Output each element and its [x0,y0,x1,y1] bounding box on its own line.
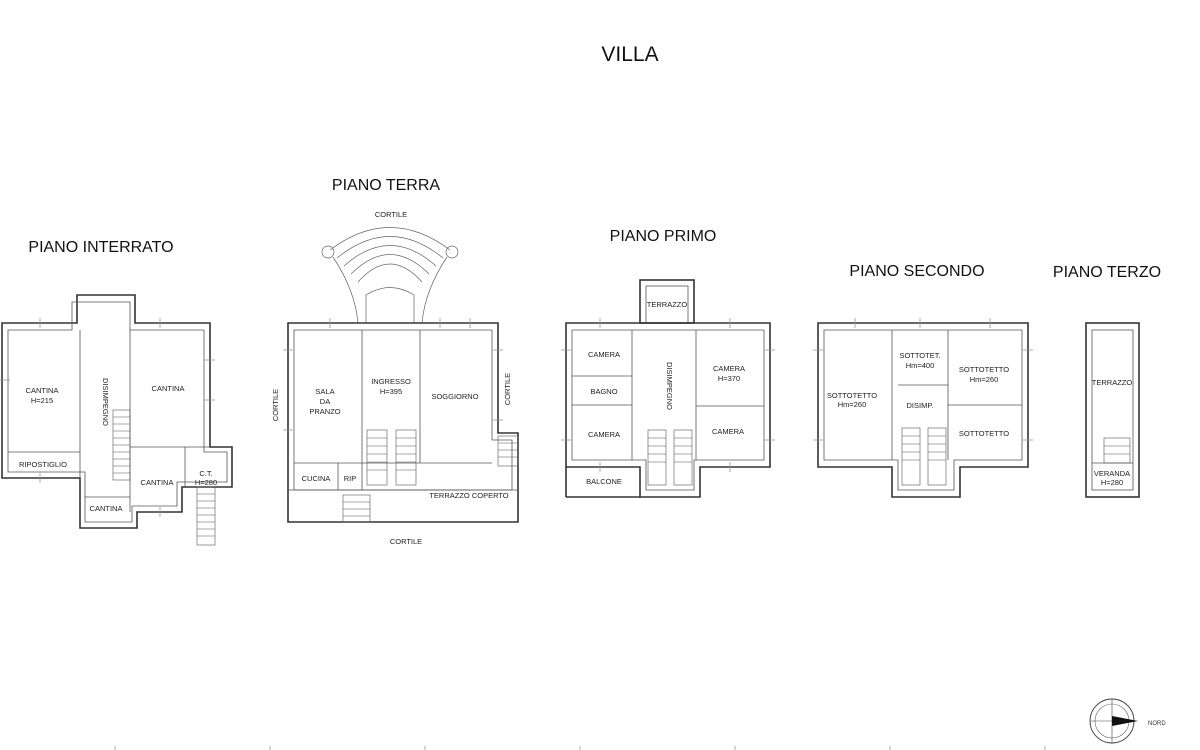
room-label: TERRAZZO COPERTO [429,491,508,500]
room-label: DA [320,397,330,406]
sheet-title: VILLA [601,43,658,66]
room-label: CANTINA [152,384,185,393]
room-label: SOTTOTETTO [959,429,1009,438]
room-label: Hm=260 [970,375,999,384]
room-label: CANTINA [141,478,174,487]
room-label: SOTTOTETTO [827,391,877,400]
piano-terzo: PIANO TERZO TERRAZZO VERANDA H=280 [1053,264,1161,498]
floor-title-primo: PIANO PRIMO [610,228,717,245]
north-arrow-icon [1089,698,1138,744]
room-label: H=370 [718,374,740,383]
room-label: C.T. [199,469,212,478]
room-label: CAMERA [588,430,620,439]
room-label: H=215 [31,396,53,405]
room-label: RIP [344,474,357,483]
room-label: H=280 [195,478,217,487]
room-label: Hm=260 [838,400,867,409]
room-label: VERANDA [1094,469,1130,478]
room-label: TERRAZZO [1092,378,1133,387]
room-label: CAMERA [712,427,744,436]
room-label: CAMERA [588,350,620,359]
room-label: PRANZO [309,407,340,416]
room-label: CANTINA [90,504,123,513]
room-label: BALCONE [586,477,622,486]
room-label: SOGGIORNO [431,392,478,401]
courtyard-label-top: CORTILE [375,210,407,219]
room-label: CAMERA [713,364,745,373]
room-label: SOTTOTET. [899,351,940,360]
north-label: NORD [1148,721,1166,727]
piano-secondo: PIANO SECONDO SOTTOTETTO Hm=260 SOTTOTET… [813,263,1033,498]
room-label: BAGNO [590,387,617,396]
room-label: Hm=400 [906,361,935,370]
room-label: DISIMPEGNO [101,378,110,426]
floor-title-terzo: PIANO TERZO [1053,264,1161,281]
room-label: RIPOSTIGLIO [19,460,67,469]
floor-title-interrato: PIANO INTERRATO [28,239,173,256]
room-label: DISIMPEGNO [665,362,674,410]
room-label: DISIMP. [907,401,934,410]
courtyard-label-left: CORTILE [271,389,280,421]
floor-title-terra: PIANO TERRA [332,177,441,194]
room-label: H=280 [1101,478,1123,487]
room-label: INGRESSO [371,377,411,386]
piano-terra: PIANO TERRA CORTILE [271,177,519,546]
courtyard-label-bottom: CORTILE [390,537,422,546]
room-label: CUCINA [302,474,331,483]
room-label: SOTTOTETTO [959,365,1009,374]
piano-interrato: PIANO INTERRATO [0,239,233,546]
piano-primo: PIANO PRIMO TERRAZZO CAMERA [561,228,775,498]
floor-title-secondo: PIANO SECONDO [849,263,984,280]
room-label: H=395 [380,387,402,396]
room-label: SALA [315,387,334,396]
room-label: TERRAZZO [647,300,688,309]
courtyard-label-right: CORTILE [503,373,512,405]
room-label: CANTINA [26,386,59,395]
